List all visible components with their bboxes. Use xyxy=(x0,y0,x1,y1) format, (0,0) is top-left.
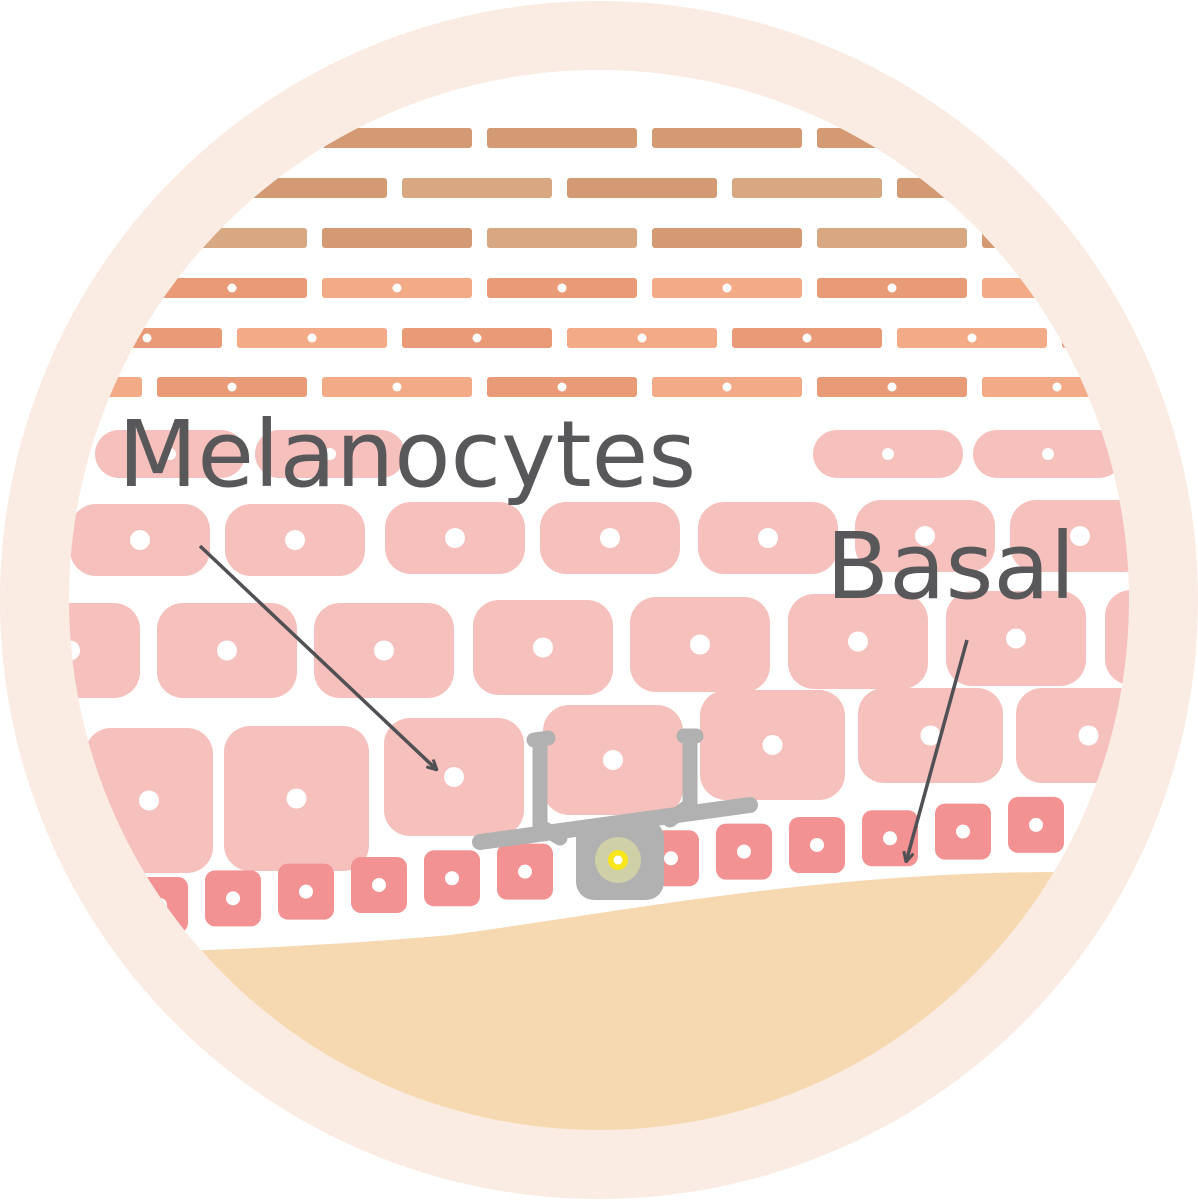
flat-cell xyxy=(402,178,552,198)
cell-nucleus xyxy=(142,333,152,343)
flat-cell xyxy=(732,178,882,198)
cell-nucleus xyxy=(737,844,751,859)
stratum-basale xyxy=(132,796,1064,933)
cell-nucleus xyxy=(920,725,941,746)
cell-nucleus xyxy=(285,530,305,550)
flat-cell xyxy=(1062,178,1129,198)
flat-cell xyxy=(237,178,387,198)
cell-nucleus xyxy=(1042,448,1054,460)
flat-cell xyxy=(982,128,1129,148)
melanocyte-cell-icon xyxy=(472,728,758,900)
stratum-granulosum xyxy=(69,278,1198,397)
flat-cell xyxy=(652,128,802,148)
cell-nucleus xyxy=(392,283,402,293)
cell-nucleus xyxy=(1006,628,1026,649)
cell-nucleus xyxy=(883,831,897,846)
arrow-icon xyxy=(198,544,437,770)
cell-nucleus xyxy=(557,382,567,392)
cell-nucleus xyxy=(445,871,459,886)
arrow-icon xyxy=(906,639,969,862)
flat-cell xyxy=(487,128,637,148)
cell-nucleus xyxy=(664,851,678,866)
flat-cell xyxy=(652,228,802,248)
label-melanocytes: Melanocytes xyxy=(118,401,696,508)
cell-nucleus xyxy=(217,640,237,661)
skin-cross-section xyxy=(69,128,1198,1130)
cell-nucleus xyxy=(472,333,482,343)
cell-nucleus xyxy=(758,528,778,548)
cell-nucleus xyxy=(227,382,237,392)
cell-nucleus xyxy=(374,640,394,661)
label-basal: Basal xyxy=(826,513,1075,620)
flat-cell xyxy=(322,128,472,148)
cell-nucleus xyxy=(848,631,868,652)
cell-nucleus xyxy=(226,891,240,906)
cell-nucleus xyxy=(722,283,732,293)
cell-nucleus xyxy=(722,382,732,392)
flat-cell xyxy=(567,178,717,198)
cell-nucleus xyxy=(762,735,783,755)
cell-nucleus xyxy=(533,637,553,658)
cell-nucleus xyxy=(299,884,313,899)
flat-cell xyxy=(817,228,967,248)
cell-nucleus xyxy=(227,283,237,293)
flat-cell xyxy=(1147,128,1198,148)
cell-nucleus xyxy=(690,634,710,655)
flat-cell xyxy=(69,128,142,148)
cell-nucleus xyxy=(1078,725,1099,746)
cell-nucleus xyxy=(130,530,150,550)
cell-nucleus xyxy=(882,448,894,460)
stratum-spinosum xyxy=(69,430,1129,873)
cell-nucleus xyxy=(557,283,567,293)
cell-nucleus xyxy=(967,333,977,343)
flat-cell xyxy=(1147,278,1198,298)
cell-nucleus xyxy=(392,382,402,392)
cell-nucleus xyxy=(603,750,623,770)
cell-nucleus xyxy=(887,382,897,392)
cell-nucleus xyxy=(810,837,824,852)
cell-nucleus xyxy=(164,448,176,460)
cell-nucleus xyxy=(887,283,897,293)
cell-nucleus xyxy=(600,528,620,548)
cell-nucleus xyxy=(445,528,465,548)
flat-cell xyxy=(322,228,472,248)
cell-nucleus xyxy=(956,824,970,839)
cell-nucleus xyxy=(307,333,317,343)
cell-nucleus xyxy=(324,448,336,460)
cell-nucleus xyxy=(1070,526,1090,546)
flat-cell xyxy=(487,228,637,248)
cell-nucleus xyxy=(69,283,72,293)
cell-nucleus xyxy=(444,767,464,787)
cell-nucleus xyxy=(518,864,532,879)
cell-nucleus xyxy=(637,333,647,343)
cell-nucleus xyxy=(802,333,812,343)
cell-nucleus xyxy=(372,877,386,892)
cell-nucleus xyxy=(139,790,159,811)
flat-cell xyxy=(1147,228,1198,248)
cell-nucleus xyxy=(915,526,935,546)
cell-nucleus xyxy=(286,788,307,809)
cell-nucleus xyxy=(1052,382,1062,392)
cell-nucleus xyxy=(1029,817,1043,832)
